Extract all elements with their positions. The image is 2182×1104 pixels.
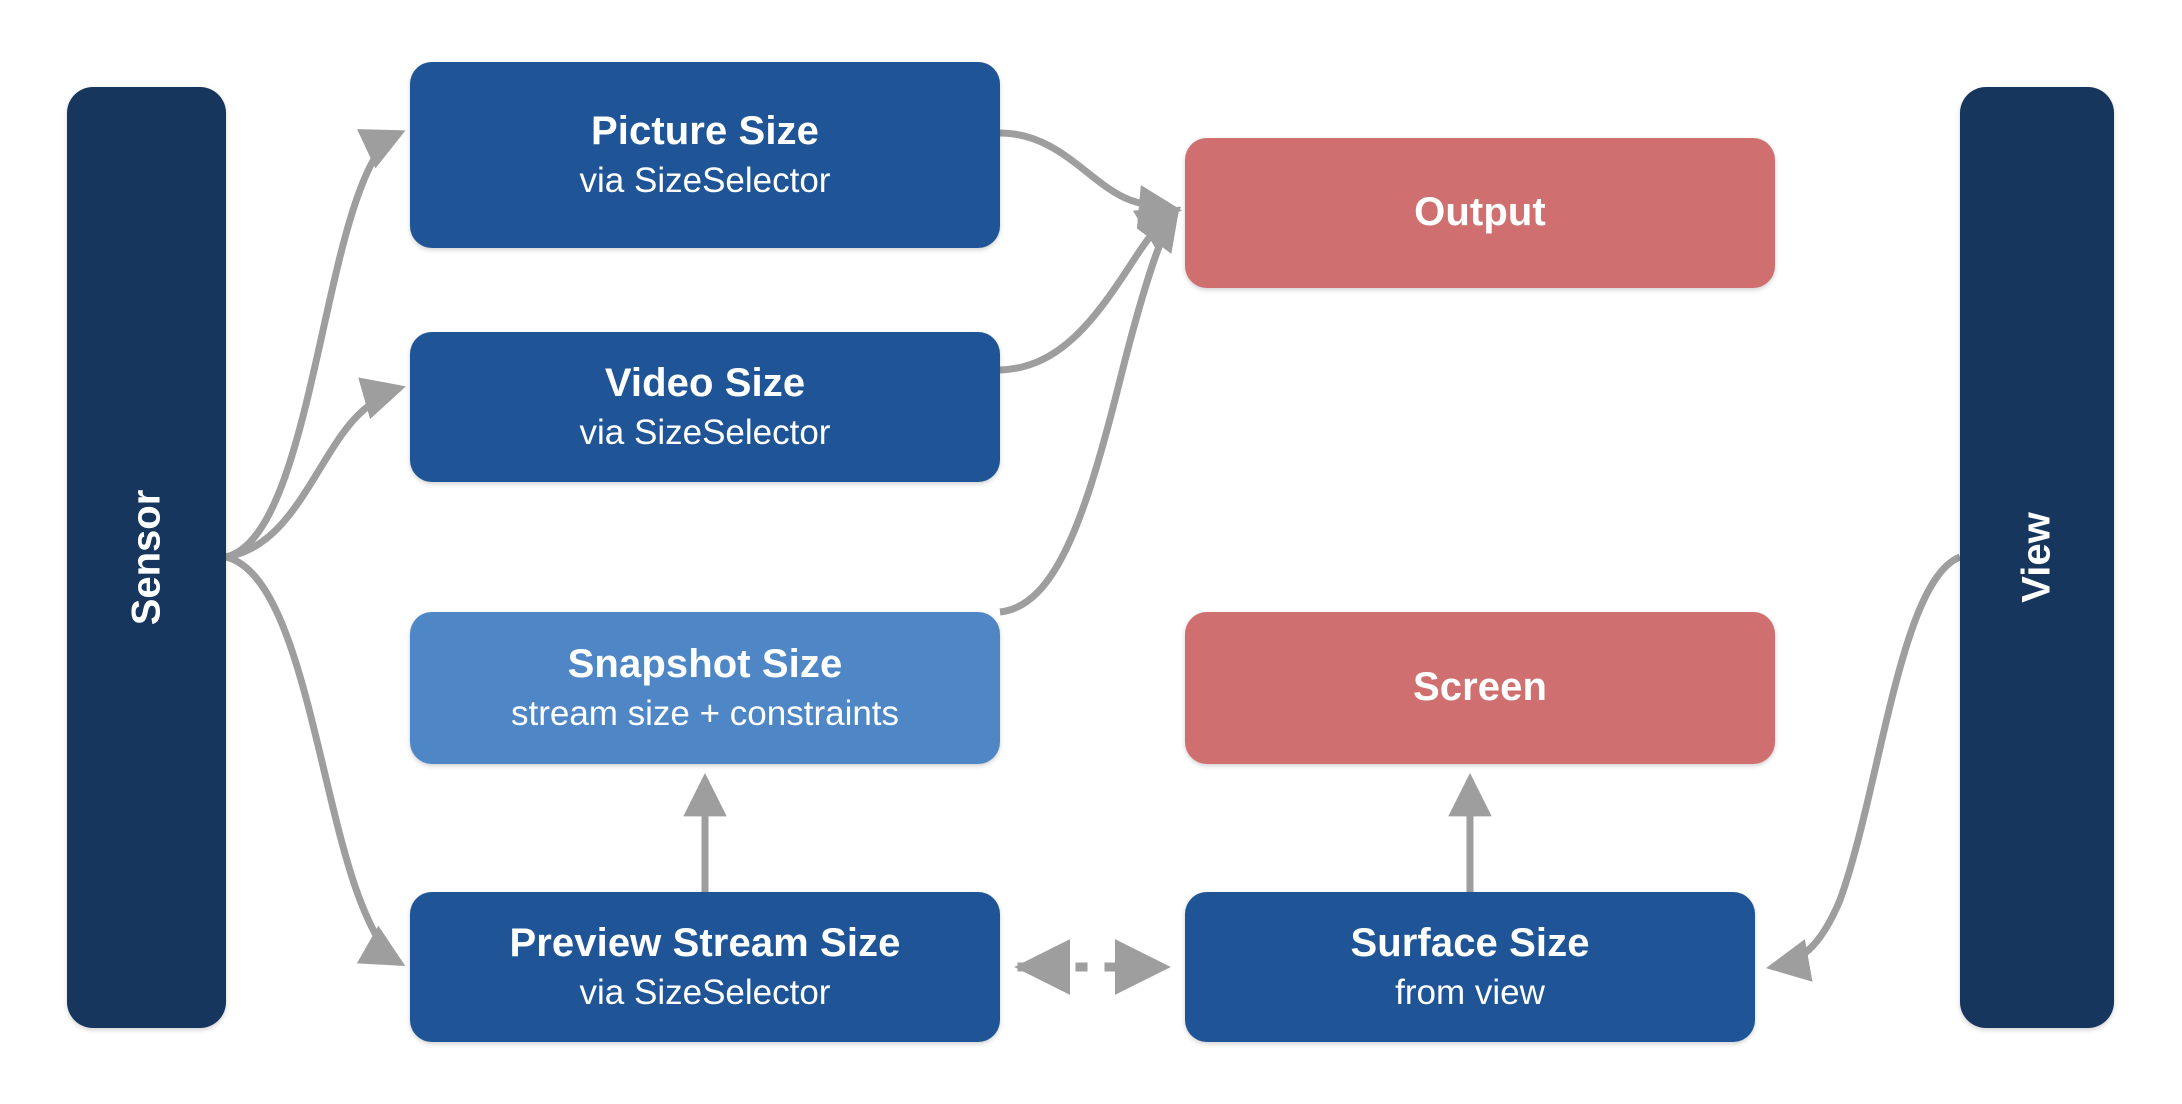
- node-sensor[interactable]: Sensor: [67, 87, 226, 1028]
- edge-picture-size-to-output: [999, 129, 1183, 229]
- node-output-title: Output: [1414, 190, 1546, 235]
- node-snapshot-size-subtitle: stream size + constraints: [510, 693, 900, 733]
- node-view[interactable]: View: [1960, 87, 2114, 1028]
- node-video-size[interactable]: Video Size via SizeSelector: [410, 332, 1000, 482]
- node-preview-stream-size-title: Preview Stream Size: [509, 921, 901, 966]
- edge-sensor-to-picture-size: [224, 129, 406, 561]
- node-preview-stream-size[interactable]: Preview Stream Size via SizeSelector: [410, 892, 1000, 1042]
- edge-video-size-to-output: [999, 206, 1182, 374]
- node-picture-size[interactable]: Picture Size via SizeSelector: [410, 62, 1000, 248]
- node-surface-size[interactable]: Surface Size from view: [1185, 892, 1755, 1042]
- node-screen[interactable]: Screen: [1185, 612, 1775, 764]
- node-preview-stream-size-subtitle: via SizeSelector: [579, 972, 831, 1012]
- edge-sensor-to-preview-stream-size: [224, 553, 406, 967]
- edge-view-to-surface-size: [1766, 553, 1962, 982]
- node-snapshot-size-title: Snapshot Size: [567, 642, 843, 687]
- node-output[interactable]: Output: [1185, 138, 1775, 288]
- node-video-size-title: Video Size: [604, 361, 806, 406]
- node-picture-size-subtitle: via SizeSelector: [579, 160, 831, 200]
- node-sensor-label: Sensor: [123, 489, 168, 626]
- edge-sensor-to-video-size: [225, 377, 406, 561]
- node-picture-size-title: Picture Size: [591, 109, 819, 154]
- edge-snapshot-size-to-output: [999, 206, 1180, 616]
- node-snapshot-size[interactable]: Snapshot Size stream size + constraints: [410, 612, 1000, 764]
- node-surface-size-title: Surface Size: [1350, 921, 1590, 966]
- node-video-size-subtitle: via SizeSelector: [579, 412, 831, 452]
- node-screen-title: Screen: [1412, 665, 1548, 710]
- node-view-label: View: [2014, 512, 2059, 603]
- node-surface-size-subtitle: from view: [1395, 972, 1545, 1012]
